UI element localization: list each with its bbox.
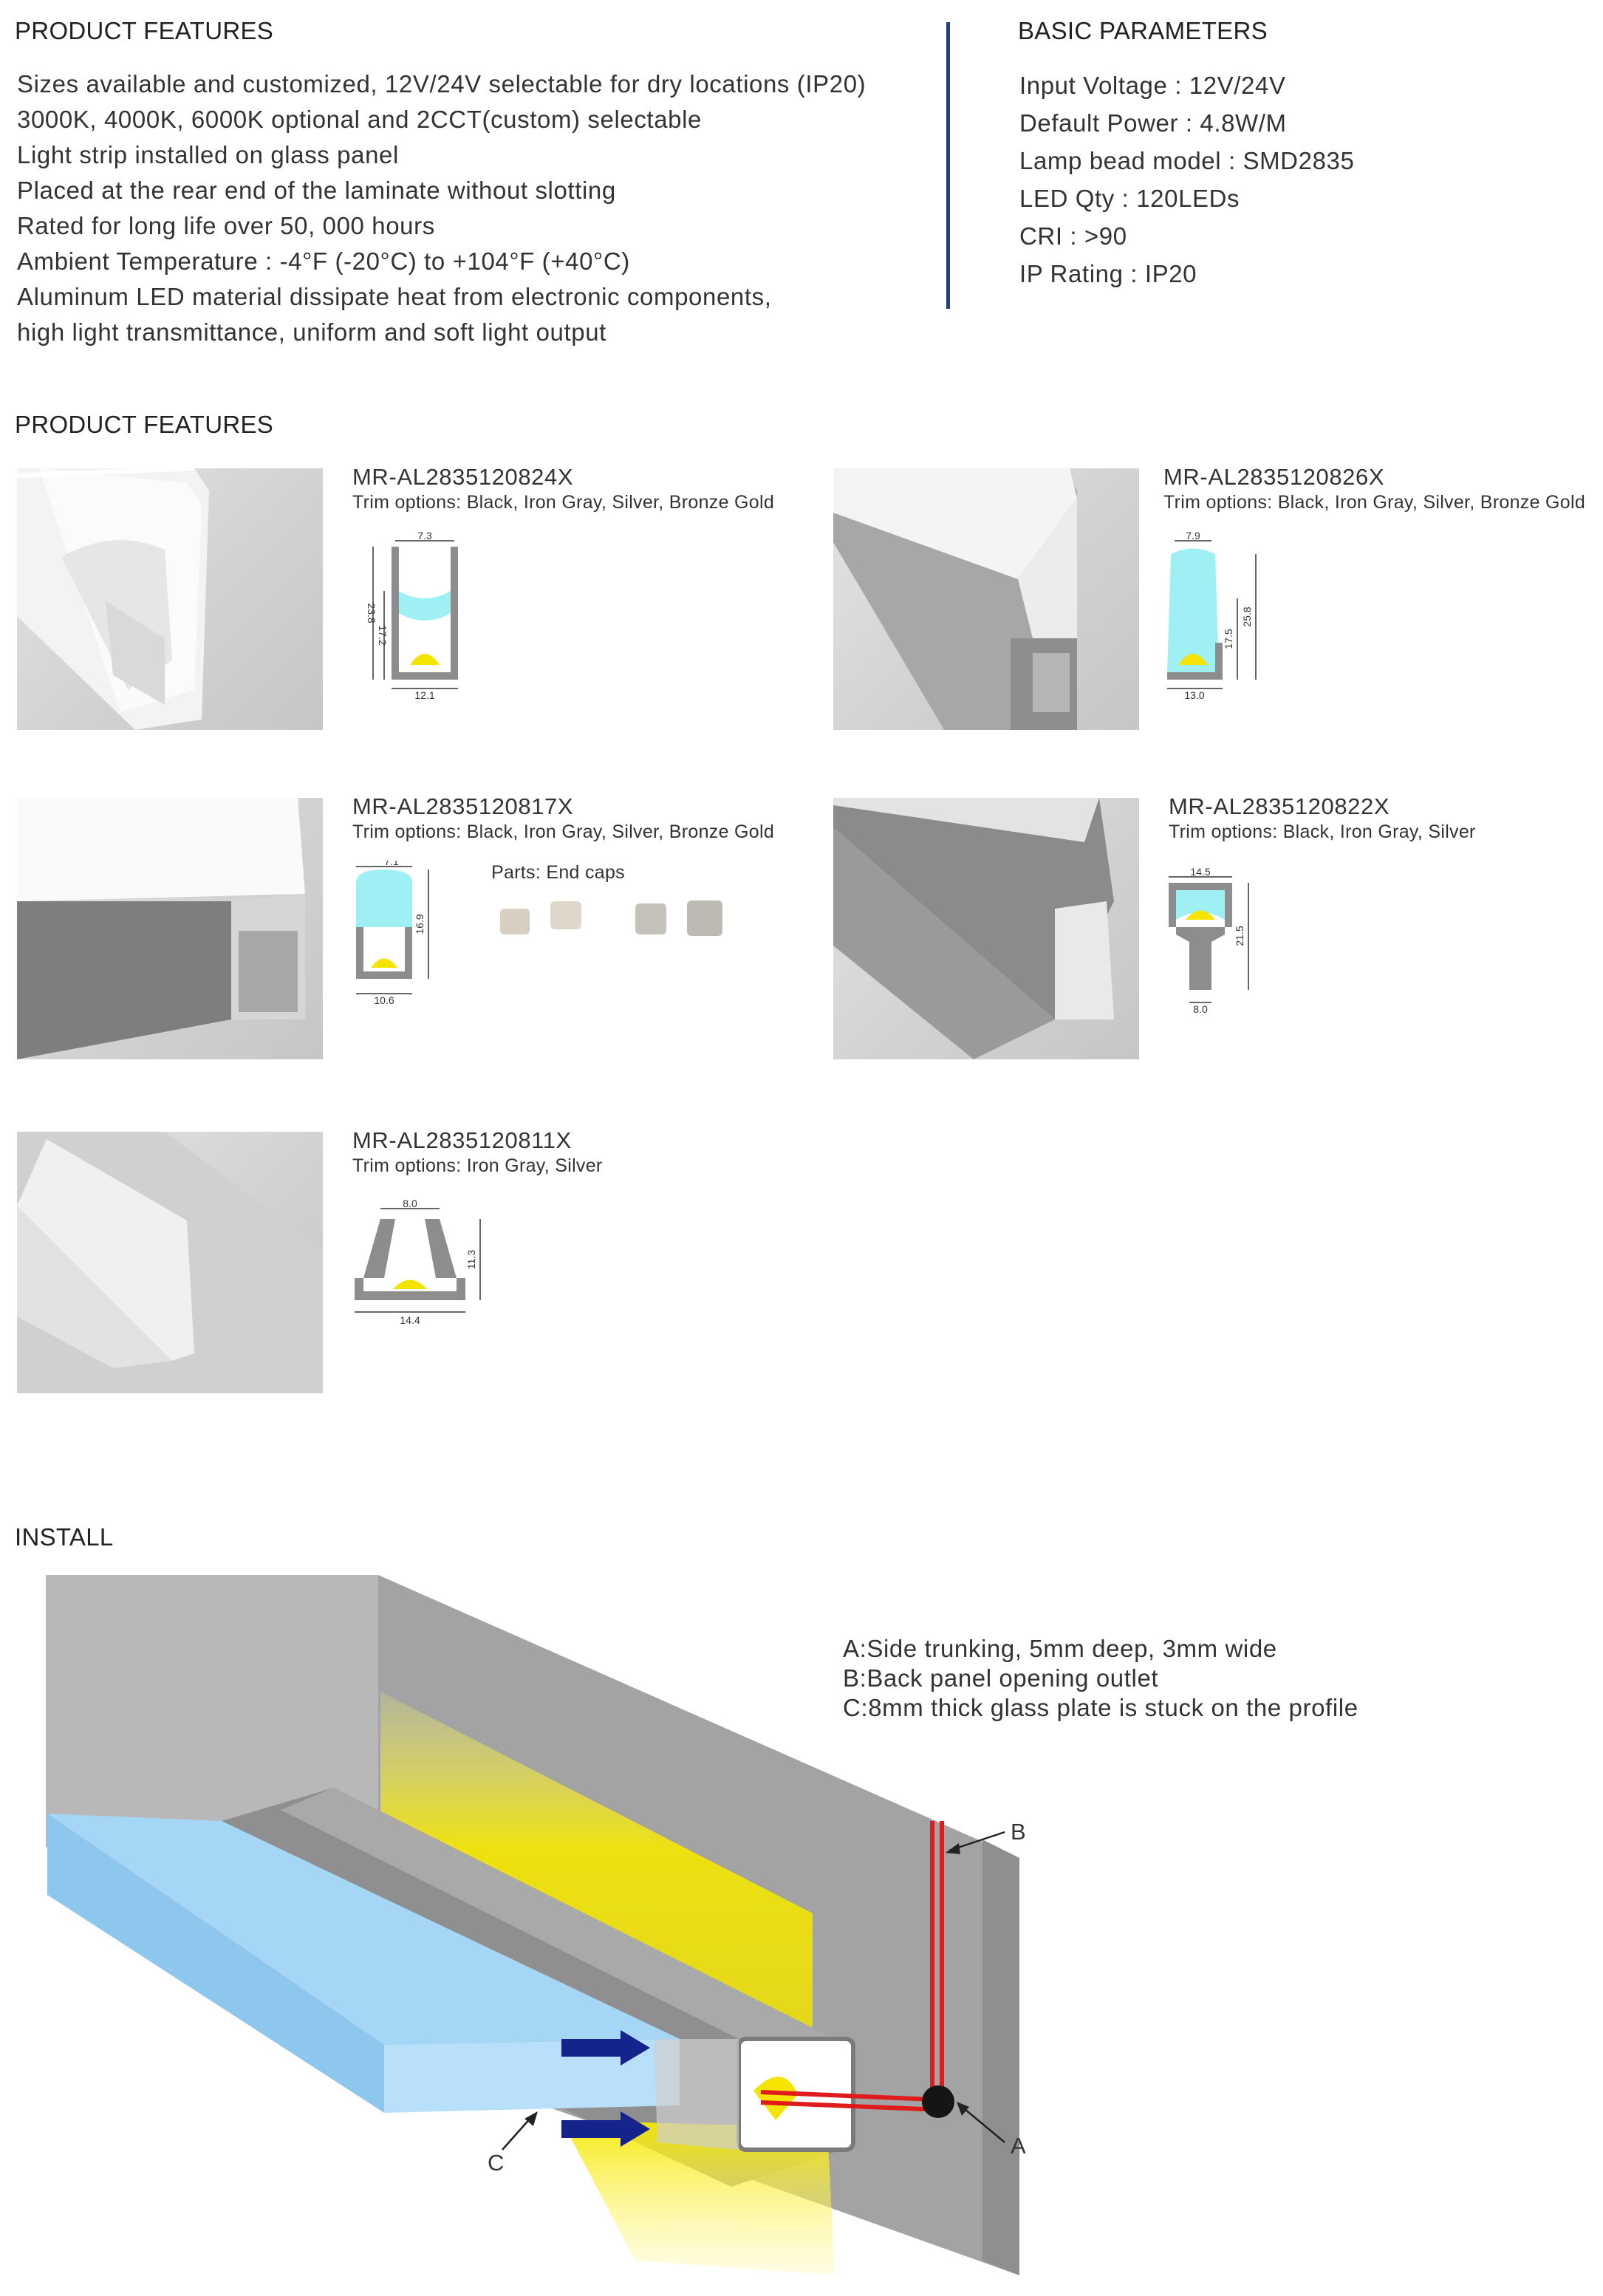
section-divider — [946, 22, 950, 309]
feature-line: Ambient Temperature : -4°F (-20°C) to +1… — [17, 247, 630, 275]
dim-inner: 17.2 — [377, 625, 389, 645]
parameters-list: Input Voltage : 12V/24V Default Power : … — [1019, 66, 1354, 293]
feature-line: 3000K, 4000K, 6000K optional and 2CCT(cu… — [17, 106, 702, 133]
feature-line: Placed at the rear end of the laminate w… — [17, 177, 616, 204]
dim-top: 8.0 — [403, 1197, 417, 1209]
features-list: Sizes available and customized, 12V/24V … — [17, 66, 866, 350]
product-photo — [833, 798, 1139, 1059]
profile-diagram: 7.3 23.8 17.2 12.1 — [366, 532, 458, 701]
product-model: MR-AL2835120826X — [1163, 464, 1385, 490]
product-trim: Trim options: Black, Iron Gray, Silver — [1169, 821, 1476, 842]
parameter-line: IP Rating : IP20 — [1019, 260, 1197, 287]
feature-line: high light transmittance, uniform and so… — [17, 318, 606, 346]
parameter-line: CRI : >90 — [1019, 222, 1127, 250]
install-note-b: B:Back panel opening outlet — [843, 1664, 1159, 1692]
product-model: MR-AL2835120811X — [352, 1127, 572, 1153]
features-title: PRODUCT FEATURES — [15, 17, 274, 44]
dim-width: 12.1 — [414, 689, 434, 701]
dim-height: 11.3 — [465, 1250, 477, 1269]
dim-top: 7.1 — [384, 861, 399, 867]
products-title: PRODUCT FEATURES — [15, 411, 274, 438]
product-model: MR-AL2835120817X — [352, 793, 574, 819]
product-photo — [17, 468, 323, 730]
install-diagram — [46, 1575, 1019, 2275]
profile-diagram: 7.1 16.9 10.6 — [356, 861, 429, 1006]
parameter-line: Input Voltage : 12V/24V — [1019, 72, 1286, 99]
feature-line: Light strip installed on glass panel — [17, 141, 399, 168]
dim-width: 14.4 — [400, 1314, 420, 1326]
dim-inner: 17.5 — [1223, 629, 1234, 649]
feature-line: Rated for long life over 50, 000 hours — [17, 212, 435, 239]
parameter-line: LED Qty : 120LEDs — [1019, 185, 1240, 212]
label-c: C — [488, 2150, 505, 2176]
profile-diagram: 7.9 17.5 25.8 13.0 — [1167, 532, 1257, 701]
parameters-title: BASIC PARAMETERS — [1018, 17, 1268, 44]
install-note-c: C:8mm thick glass plate is stuck on the … — [843, 1694, 1358, 1721]
install-title: INSTALL — [15, 1523, 114, 1551]
product-model: MR-AL2835120824X — [352, 464, 574, 490]
install-note-a: A:Side trunking, 5mm deep, 3mm wide — [843, 1635, 1277, 1662]
feature-line: Sizes available and customized, 12V/24V … — [17, 70, 867, 98]
parameter-line: Default Power : 4.8W/M — [1019, 109, 1287, 137]
product-model: MR-AL2835120822X — [1169, 793, 1390, 819]
dim-top: 7.9 — [1186, 532, 1200, 541]
product-trim: Trim options: Iron Gray, Silver — [352, 1155, 603, 1176]
product-trim: Trim options: Black, Iron Gray, Silver, … — [352, 821, 775, 842]
profile-diagram: 8.0 11.3 14.4 — [355, 1197, 481, 1326]
product-trim: Trim options: Black, Iron Gray, Silver, … — [352, 492, 775, 513]
product-photo — [833, 468, 1139, 730]
dim-top: 14.5 — [1190, 866, 1210, 878]
profile-diagram: 14.5 21.5 8.0 — [1169, 866, 1249, 1015]
dim-top: 7.3 — [417, 532, 432, 541]
label-b: B — [1011, 1819, 1026, 1845]
product-photo — [17, 798, 323, 1059]
end-caps-image — [500, 901, 722, 936]
install-notes: A:Side trunking, 5mm deep, 3mm wide B:Ba… — [843, 1634, 1358, 1723]
label-a: A — [1011, 2133, 1026, 2159]
parts-label: Parts: End caps — [491, 862, 625, 883]
product-trim: Trim options: Black, Iron Gray, Silver, … — [1163, 492, 1586, 513]
feature-line: Aluminum LED material dissipate heat fro… — [17, 283, 772, 310]
dim-height: 16.9 — [414, 914, 425, 934]
parameter-line: Lamp bead model : SMD2835 — [1019, 147, 1355, 174]
dim-width: 8.0 — [1193, 1003, 1208, 1015]
dim-height: 25.8 — [1241, 607, 1253, 626]
dim-width: 10.6 — [374, 994, 394, 1006]
dim-height: 23.8 — [366, 603, 377, 623]
dim-width: 13.0 — [1184, 689, 1204, 701]
dim-height: 21.5 — [1234, 926, 1245, 946]
product-photo — [17, 1132, 323, 1393]
